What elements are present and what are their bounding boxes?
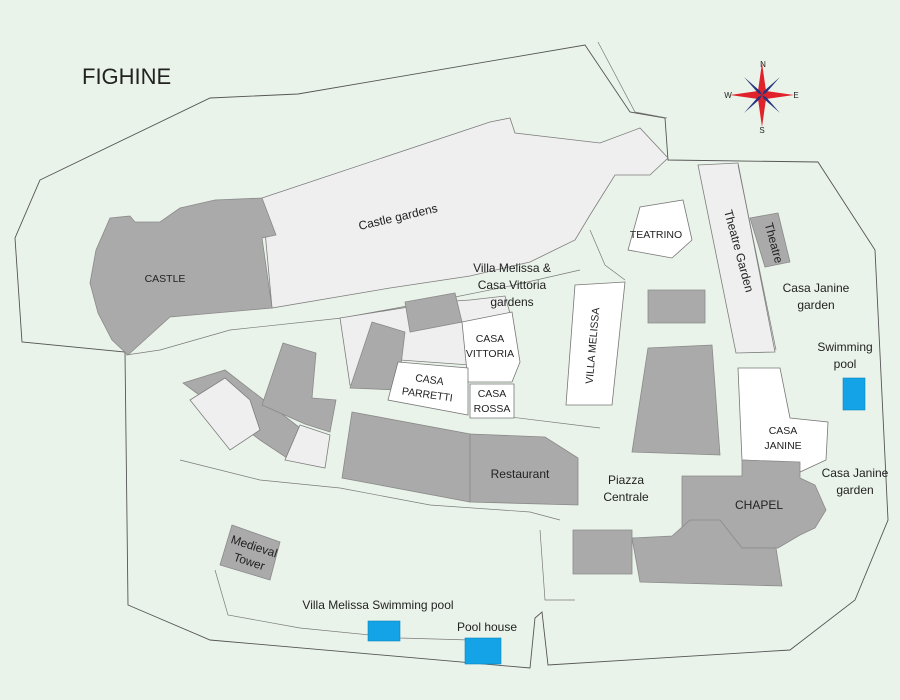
building <box>572 529 633 575</box>
theatre-garden-edge <box>737 164 777 351</box>
theatre-building <box>749 212 791 268</box>
medieval-tower-building <box>219 524 281 581</box>
pool-house-label: Pool house <box>457 620 517 634</box>
map-title: FIGHINE <box>82 64 171 89</box>
pool-house-pool <box>464 637 502 665</box>
castle-gardens-area <box>261 117 669 309</box>
inner-road-line <box>214 569 471 641</box>
villa-gardens-label-2: Casa Vittoria <box>478 278 547 292</box>
inner-road-line <box>589 229 626 281</box>
building <box>631 344 721 456</box>
casa-janine-garden-label-top-1: Casa Janine <box>783 281 850 295</box>
building <box>261 342 337 433</box>
casa-janine-pool <box>842 377 866 411</box>
building <box>341 411 471 503</box>
casa-vittoria-label-2: VITTORIA <box>466 348 514 360</box>
compass-rose: N S E W <box>724 60 798 135</box>
castle-label: CASTLE <box>145 273 186 285</box>
villa-gardens-label-1: Villa Melissa & <box>473 261 551 275</box>
compass-s: S <box>759 126 764 135</box>
casa-vittoria-label-1: CASA <box>476 333 505 345</box>
compass-w: W <box>724 91 732 100</box>
casa-rossa-label-2: ROSSA <box>474 403 511 415</box>
compass-n: N <box>760 60 766 69</box>
villa-melissa-pool-label: Villa Melissa Swimming pool <box>302 598 453 612</box>
building <box>647 289 706 324</box>
building <box>189 377 261 451</box>
villa-melissa-pool <box>367 620 401 642</box>
restaurant-building <box>469 433 579 506</box>
casa-vittoria-building <box>461 311 521 383</box>
casa-janine-label-2: JANINE <box>764 440 801 452</box>
village-boundary <box>14 44 889 669</box>
casa-rossa-building <box>469 383 515 419</box>
villa-gardens-label-3: gardens <box>490 295 533 309</box>
restaurant-label: Restaurant <box>491 467 550 481</box>
building <box>284 424 331 469</box>
casa-janine-garden-label-top-2: garden <box>797 298 834 312</box>
casa-parretti-label-1: CASA <box>414 372 444 388</box>
inner-road-line <box>179 459 561 521</box>
swimming-pool-label-1: Swimming <box>817 340 872 354</box>
piazza-centrale-label-2: Centrale <box>603 490 649 504</box>
teatrino-building <box>627 199 693 259</box>
villa-melissa-building <box>565 281 626 406</box>
chapel-label: CHAPEL <box>735 498 783 512</box>
castle-building <box>89 197 277 356</box>
swimming-pool-label-2: pool <box>834 357 857 371</box>
teatrino-label: TEATRINO <box>630 229 682 241</box>
casa-janine-garden-label-bottom-1: Casa Janine <box>822 466 889 480</box>
inner-road-line <box>539 529 575 601</box>
compass-e: E <box>793 91 798 100</box>
theatre-garden-area <box>697 162 776 354</box>
casa-rossa-label-1: CASA <box>478 388 507 400</box>
piazza-centrale-label-1: Piazza <box>608 473 644 487</box>
casa-janine-label-1: CASA <box>769 425 798 437</box>
inner-road-line <box>597 41 668 119</box>
casa-janine-building <box>737 367 829 473</box>
casa-parretti-building <box>387 361 469 416</box>
building <box>631 519 783 587</box>
casa-janine-garden-label-bottom-2: garden <box>836 483 873 497</box>
